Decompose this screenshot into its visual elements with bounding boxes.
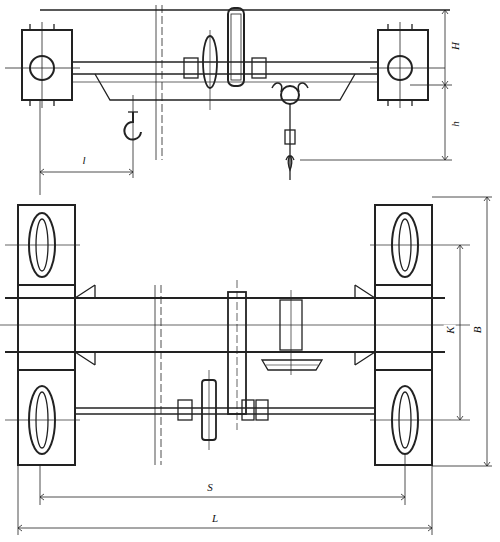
dimension-label: B: [471, 325, 483, 336]
elevation-view: [5, 5, 452, 195]
dimension-label: H: [449, 40, 461, 52]
dimension-label: h: [449, 119, 461, 129]
plan-view: [0, 197, 492, 535]
dimension-label: L: [210, 512, 220, 524]
dimension-label: S: [205, 481, 215, 493]
dimension-label: l: [80, 154, 87, 166]
dimension-label: K: [444, 324, 456, 335]
